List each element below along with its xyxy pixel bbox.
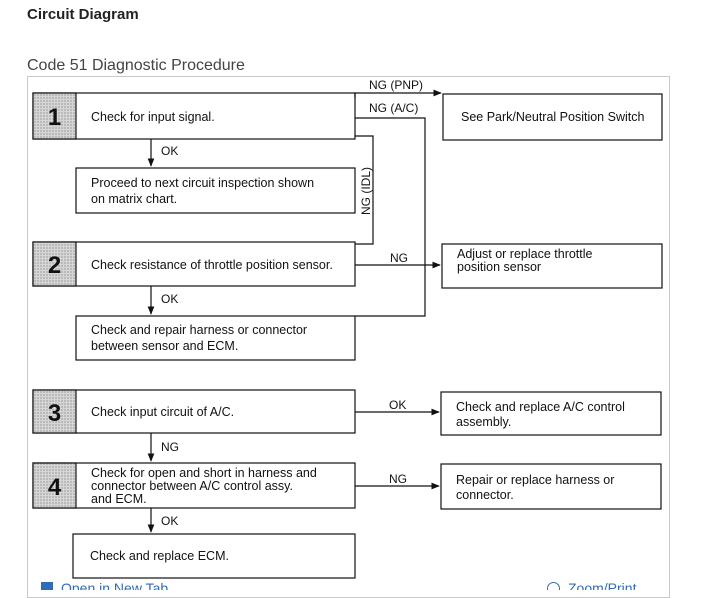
section-title: Circuit Diagram <box>27 6 139 23</box>
zoom-icon <box>547 581 560 590</box>
label-ng-ac: NG (A/C) <box>369 101 418 115</box>
step-1: 1 Check for input signal. <box>32 92 356 140</box>
figure-caption: Code 51 Diagnostic Procedure <box>27 57 245 74</box>
connector-lines <box>147 89 442 533</box>
result-repair-harness-line-2: connector. <box>456 488 514 502</box>
result-matrix-line-2: on matrix chart. <box>91 192 177 206</box>
step-4-text-line-3: and ECM. <box>91 492 147 506</box>
result-park-neutral-text: See Park/Neutral Position Switch <box>461 110 644 124</box>
result-matrix-line-1: Proceed to next circuit inspection shown <box>91 176 314 190</box>
label-ok-step-2: OK <box>161 292 178 306</box>
step-3-number: 3 <box>48 400 61 427</box>
flowchart-svg: 1 Check for input signal. Proceed to nex… <box>32 78 663 579</box>
label-ok-step-1: OK <box>161 144 178 158</box>
zoom-print-label: Zoom/Print <box>568 580 637 590</box>
step-3: 3 Check input circuit of A/C. <box>32 389 356 434</box>
result-harness-sensor: Check and repair harness or connector be… <box>75 315 356 361</box>
result-harness-sensor-line-2: between sensor and ECM. <box>91 339 238 353</box>
label-ok-step-3: OK <box>389 398 406 412</box>
new-tab-icon <box>41 582 53 590</box>
step-1-text: Check for input signal. <box>91 110 215 124</box>
step-4: 4 Check for open and short in harness an… <box>32 462 356 509</box>
result-throttle-line-1: Adjust or replace throttle <box>457 247 593 261</box>
step-4-text-line-2: connector between A/C control assy. <box>91 479 293 493</box>
result-replace-ecm-text: Check and replace ECM. <box>90 549 229 563</box>
result-throttle-line-2: position sensor <box>457 260 541 274</box>
open-in-new-tab-label: Open in New Tab <box>61 580 169 590</box>
step-4-text-line-1: Check for open and short in harness and <box>91 466 317 480</box>
result-ac-control: Check and replace A/C control assembly. <box>440 391 662 436</box>
step-3-text: Check input circuit of A/C. <box>91 405 234 419</box>
label-ng-step-2: NG <box>390 251 408 265</box>
label-ng-idl: NG (IDL) <box>359 167 373 215</box>
label-ok-step-4: OK <box>161 514 178 528</box>
open-in-new-tab-link[interactable]: Open in New Tab <box>41 580 168 590</box>
result-repair-harness: Repair or replace harness or connector. <box>440 463 662 510</box>
result-repair-harness-line-1: Repair or replace harness or <box>456 473 614 487</box>
result-park-neutral: See Park/Neutral Position Switch <box>442 93 663 141</box>
label-ng-pnp: NG (PNP) <box>369 78 423 92</box>
step-2-number: 2 <box>48 252 61 279</box>
result-harness-sensor-line-1: Check and repair harness or connector <box>91 323 307 337</box>
zoom-print-link[interactable]: Zoom/Print <box>547 580 636 590</box>
label-ng-step-3: NG <box>161 440 179 454</box>
result-throttle: Adjust or replace throttle position sens… <box>441 243 663 289</box>
step-2-text: Check resistance of throttle position se… <box>91 258 333 272</box>
result-ac-control-line-1: Check and replace A/C control <box>456 400 625 414</box>
step-4-number: 4 <box>48 474 62 501</box>
figure-toolbar: Open in New Tab Zoom/Print <box>27 578 668 590</box>
step-1-number: 1 <box>48 104 61 131</box>
result-replace-ecm: Check and replace ECM. <box>72 533 356 579</box>
label-ng-step-4: NG <box>389 472 407 486</box>
result-matrix: Proceed to next circuit inspection shown… <box>75 167 356 214</box>
step-2: 2 Check resistance of throttle position … <box>32 241 356 287</box>
flowchart-figure[interactable]: 1 Check for input signal. Proceed to nex… <box>27 76 670 598</box>
result-ac-control-line-2: assembly. <box>456 415 511 429</box>
